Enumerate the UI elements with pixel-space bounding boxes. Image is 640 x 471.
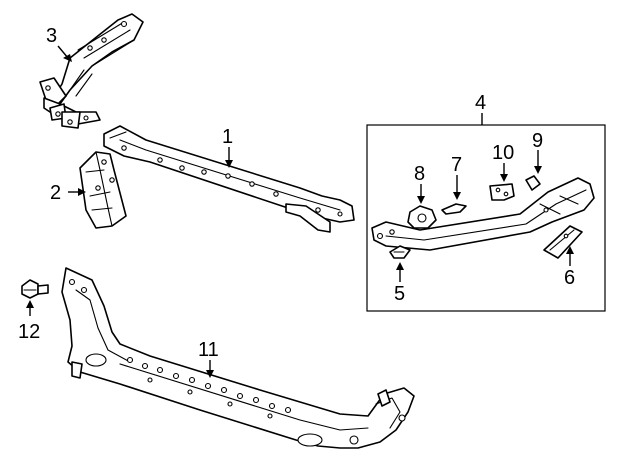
part-9-small-clip [525,175,541,191]
part-11-lower-crossmember [61,267,415,449]
callout-3: 3 [46,25,57,47]
callout-12: 12 [18,321,40,343]
callout-8: 8 [414,163,425,185]
part-7-bracket [441,203,467,215]
part-2-support-bracket [79,151,127,229]
part-3-upper-bracket [39,13,144,129]
callout-9: 9 [532,130,543,152]
callout-labels: 1 2 3 4 5 6 7 8 9 10 11 12 [18,25,575,361]
callout-5: 5 [394,283,405,305]
part-12-bolt [21,279,49,299]
callout-6: 6 [564,267,575,289]
leader-lines [26,45,574,378]
detail-inset-frame [366,124,606,312]
part-10-plate [489,183,515,201]
part-8-mount [407,205,437,229]
callout-2: 2 [50,182,61,204]
callout-4: 4 [475,92,486,114]
callout-1: 1 [222,126,233,148]
part-5-clip [389,245,411,259]
callout-10: 10 [492,142,514,164]
part-1-upper-crossmember [103,125,355,233]
callout-7: 7 [451,154,462,176]
part-6-reinforcement [543,225,583,259]
callout-11: 11 [198,339,219,361]
